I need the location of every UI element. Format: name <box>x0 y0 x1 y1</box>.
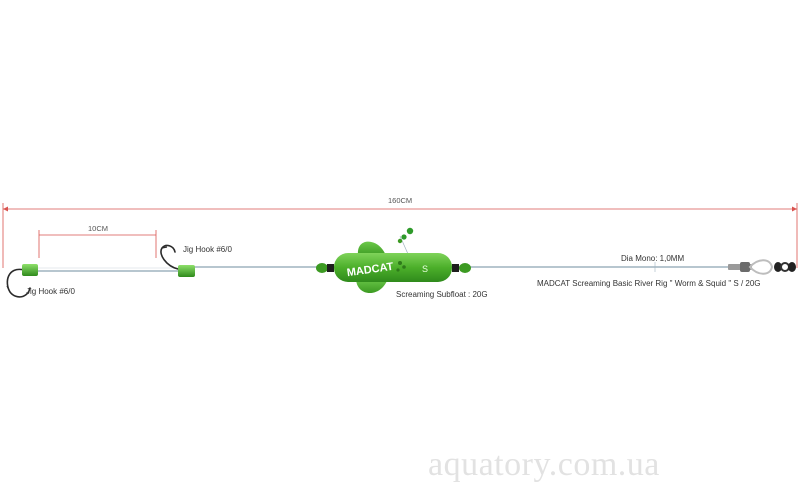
watermark: aquatory.com.ua <box>428 446 660 483</box>
float-label: Screaming Subfloat : 20G <box>396 290 488 299</box>
hook-right-label: Jig Hook #6/0 <box>183 245 232 254</box>
hook-left-label: Jig Hook #6/0 <box>26 287 75 296</box>
hook-right-icon <box>160 244 195 277</box>
stop-sleeve-left <box>327 264 334 272</box>
float-fin-top <box>357 241 386 256</box>
product-label: MADCAT Screaming Basic River Rig " Worm … <box>537 279 761 288</box>
hook-spacing-dimension <box>38 230 157 258</box>
total-length-label: 160CM <box>388 196 413 205</box>
stop-bead-right <box>459 263 471 273</box>
attractor-bead <box>397 238 403 244</box>
stop-sleeve-right <box>452 264 459 272</box>
mono-label: Dia Mono: 1,0MM <box>621 254 685 263</box>
float-body <box>334 253 452 282</box>
float-size: S <box>422 264 428 274</box>
hook-sleeve-right <box>178 265 195 277</box>
hook-left-icon <box>6 264 38 298</box>
hook-spacing-label: 10CM <box>88 224 109 233</box>
swivel-snap-icon <box>654 259 796 275</box>
attractor-bead <box>406 227 414 235</box>
attractor-bead <box>401 234 407 240</box>
hook-sleeve-left <box>22 264 38 276</box>
stop-bead-left <box>316 263 328 273</box>
subfloat: MADCAT S <box>316 227 471 293</box>
total-length-dimension <box>2 203 798 268</box>
